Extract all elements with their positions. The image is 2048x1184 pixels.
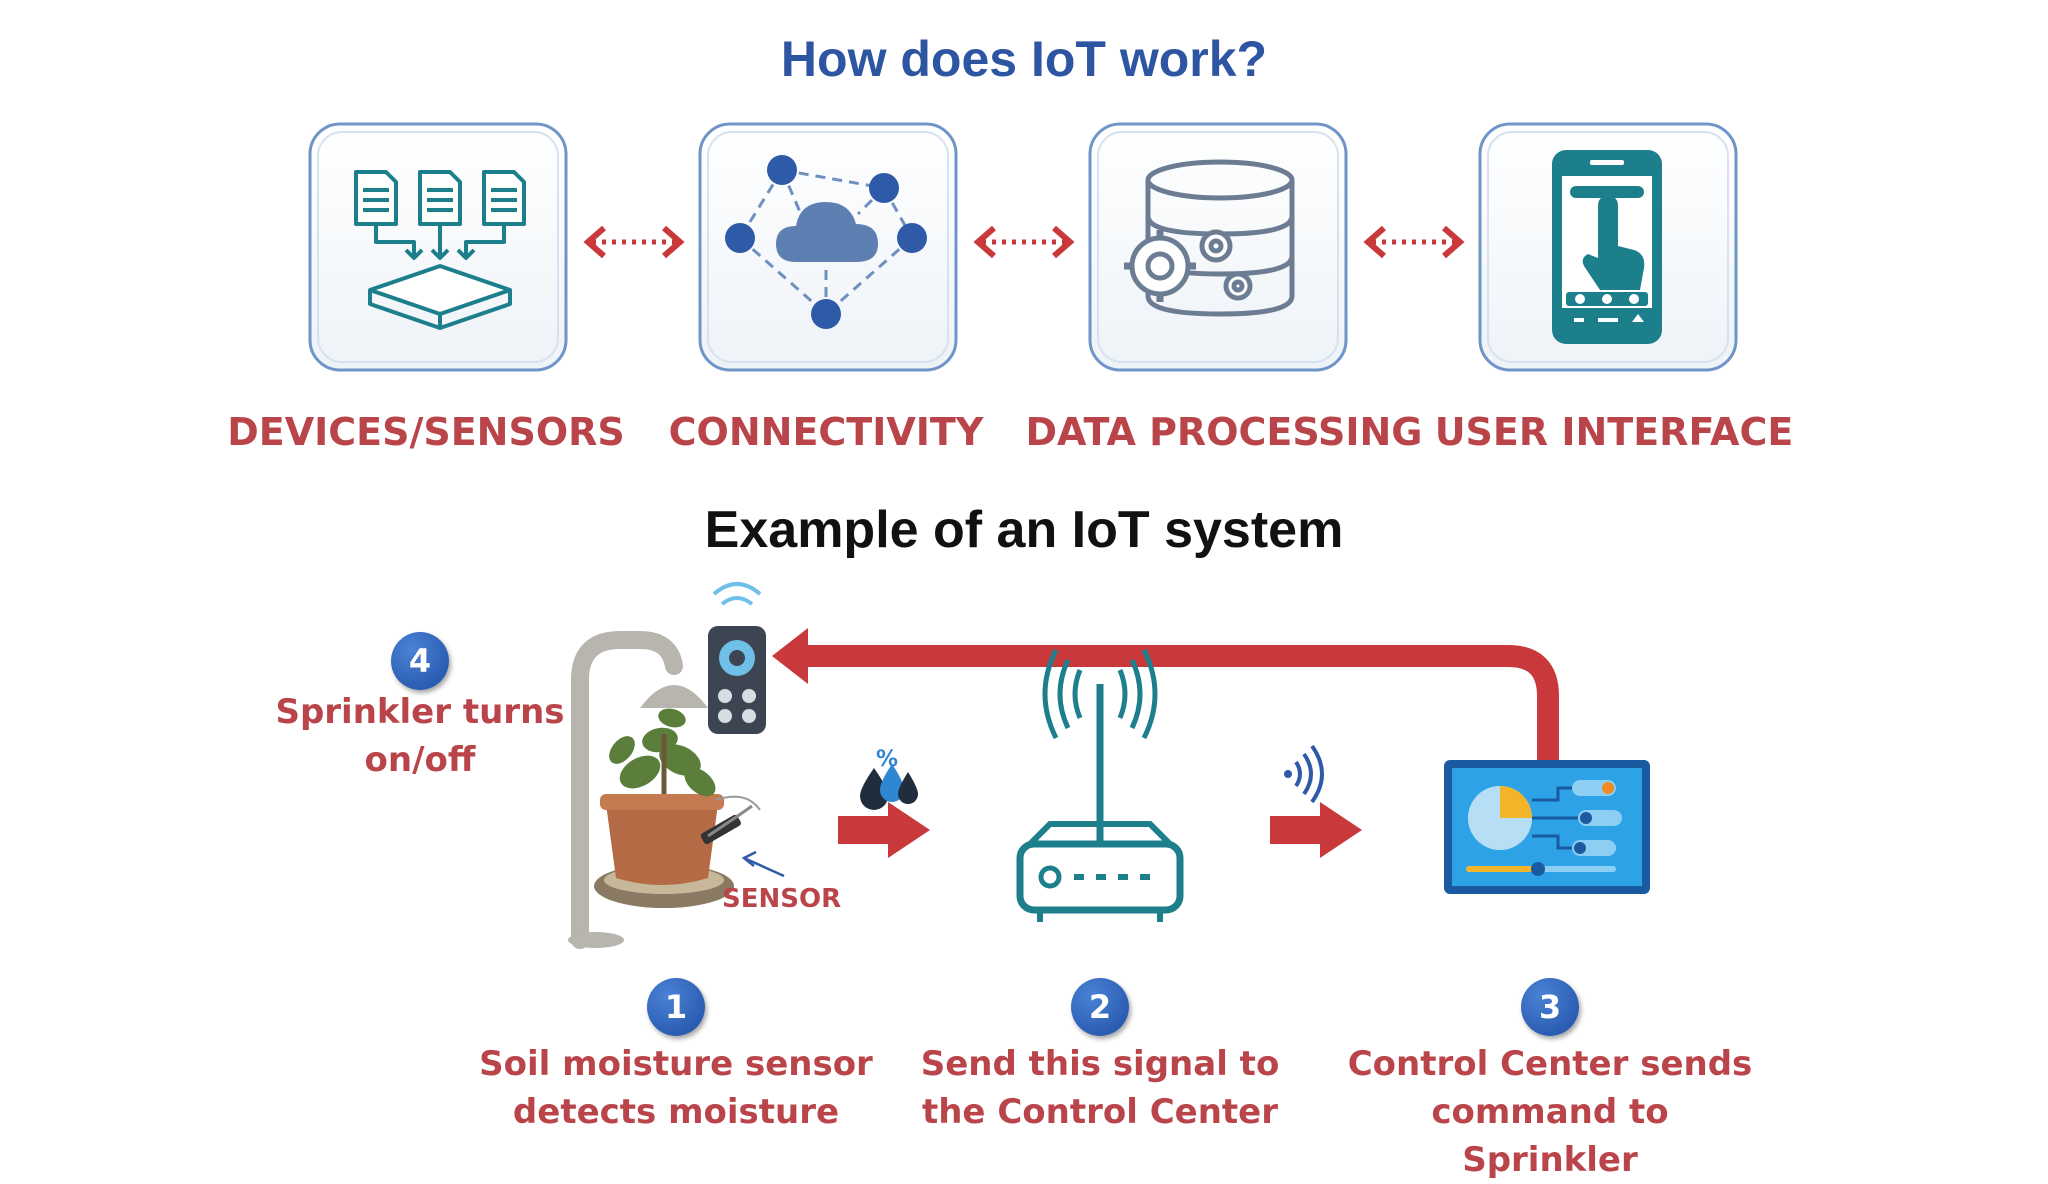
iot-stages-diagram <box>308 122 1738 372</box>
wifi-router-icon <box>1016 648 1184 922</box>
step-badge-4: 4 <box>391 632 449 690</box>
step-caption-3-line2: command to Sprinkler <box>1431 1092 1669 1180</box>
wireless-signal-icon <box>1284 744 1324 804</box>
stage-label-devices: DEVICES/SENSORS <box>227 410 625 454</box>
cloud-network-icon <box>725 155 927 329</box>
bidirectional-arrow-1 <box>583 225 685 259</box>
database-gears-icon <box>1124 159 1295 317</box>
stage-label-connectivity: CONNECTIVITY <box>668 410 984 454</box>
feedback-arrow <box>772 628 1559 760</box>
step-badge-1: 1 <box>647 978 705 1036</box>
page-title: How does IoT work? <box>780 31 1268 87</box>
sensor-label: SENSOR <box>722 884 842 914</box>
step-caption-1-line1: Soil moisture sensor <box>479 1044 873 1084</box>
remote-control-icon <box>708 582 766 734</box>
potted-plant-image <box>594 708 761 908</box>
example-title: Example of an IoT system <box>704 501 1344 559</box>
signal-arrow-1 <box>838 802 930 858</box>
smartphone-touch-icon <box>1552 150 1662 344</box>
signal-arrow-2 <box>1270 802 1362 858</box>
step-caption-2: Send this signal to the Control Center <box>900 1040 1300 1136</box>
sprinkler-icon <box>568 631 708 949</box>
stage-label-user-interface: USER INTERFACE <box>1434 410 1794 454</box>
step-caption-2-line2: the Control Center <box>921 1092 1279 1132</box>
iot-example-diagram: % <box>568 582 1650 949</box>
humidity-symbol: % <box>876 747 898 772</box>
step-caption-1-line2: detects moisture <box>512 1092 840 1132</box>
step-caption-4: Sprinkler turns on/off <box>270 688 570 784</box>
step-badge-2: 2 <box>1071 978 1129 1036</box>
documents-to-tray-icon <box>354 170 526 330</box>
bidirectional-arrow-2 <box>973 225 1075 259</box>
step-caption-1: Soil moisture sensor detects moisture <box>476 1040 876 1136</box>
control-center-dashboard-icon <box>1444 760 1650 894</box>
step-caption-2-line1: Send this signal to <box>920 1044 1280 1084</box>
sensor-pointer-arrow <box>741 850 785 878</box>
step-caption-4-line1: Sprinkler turns <box>275 692 565 732</box>
step-badge-3: 3 <box>1521 978 1579 1036</box>
step-caption-3-line1: Control Center sends <box>1347 1044 1753 1084</box>
step-caption-4-line2: on/off <box>364 740 476 780</box>
stage-label-data-processing: DATA PROCESSING <box>1025 410 1423 454</box>
bidirectional-arrow-3 <box>1363 225 1465 259</box>
water-drop-icon <box>860 764 918 810</box>
step-caption-3: Control Center sends command to Sprinkle… <box>1340 1040 1760 1184</box>
